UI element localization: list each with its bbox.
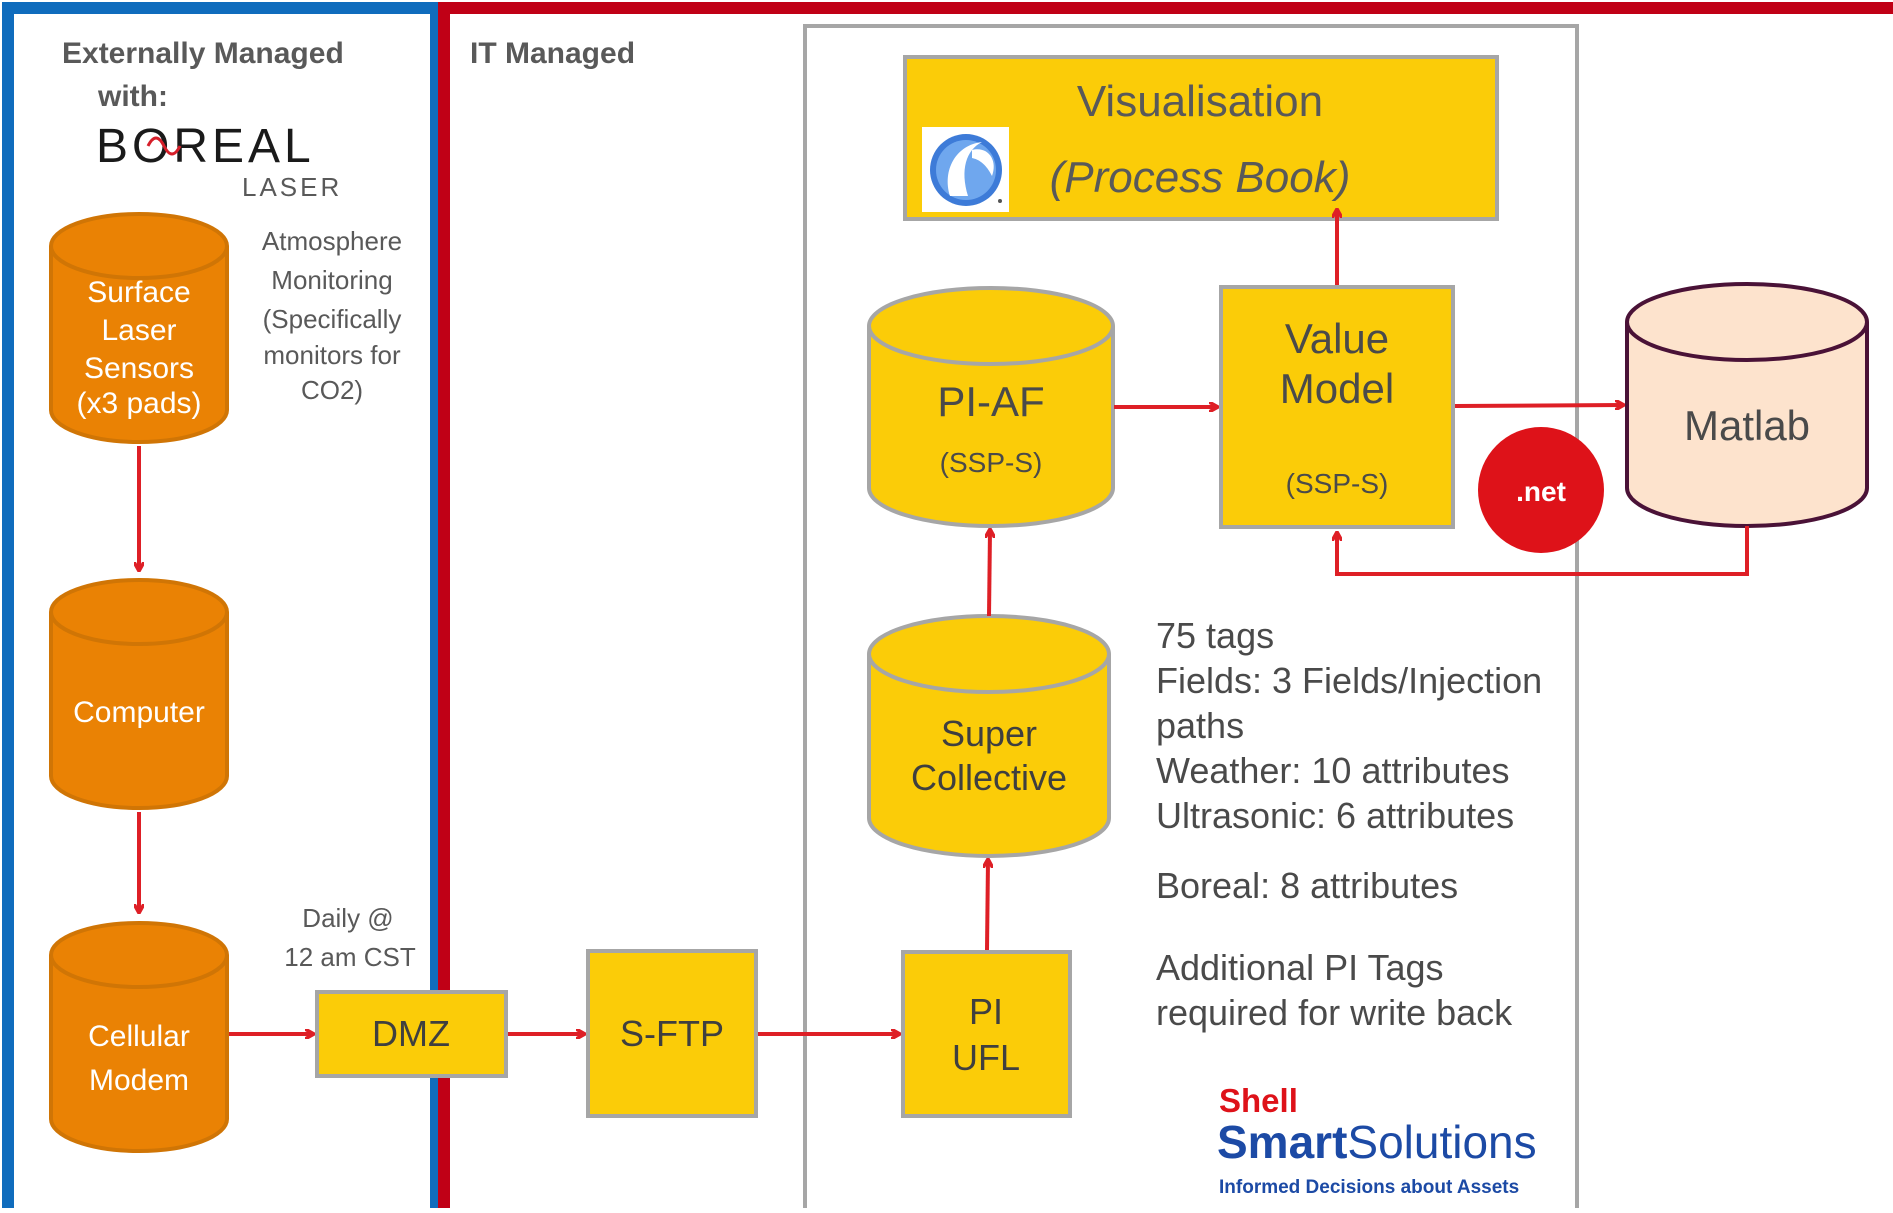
pi-ufl-box: PI UFL: [901, 950, 1072, 1118]
arrow-supercollective-to-piaf: [989, 530, 990, 617]
tags-info-line: Fields: 3 Fields/Injection: [1156, 660, 1542, 701]
tags-info-line: Boreal: 8 attributes: [1156, 865, 1458, 906]
node-label: PI: [969, 991, 1003, 1032]
tags-info-line: 75 tags: [1156, 615, 1274, 656]
shell-smartsolutions-logo: Shell SmartSolutions Informed Decisions …: [1217, 1082, 1537, 1198]
cellular-modem-cylinder: Cellular Modem: [49, 921, 229, 1153]
atmosphere-note-line: Atmosphere: [262, 226, 402, 256]
sine-wave-icon: [146, 136, 182, 156]
node-label: UFL: [952, 1037, 1020, 1078]
node-label: Visualisation: [1077, 77, 1323, 126]
node-label: Sensors: [84, 352, 194, 385]
shell-logo-solutions: Solutions: [1347, 1116, 1536, 1168]
matlab-cylinder: Matlab: [1625, 282, 1869, 528]
external-zone-with: with:: [97, 80, 168, 113]
super-collective-cylinder: Super Collective: [867, 614, 1111, 858]
node-label: Computer: [73, 696, 205, 729]
node-label: Modem: [89, 1064, 189, 1097]
external-zone-title: Externally Managed: [62, 37, 344, 70]
node-label: Laser: [101, 314, 176, 347]
pi-af-cylinder: PI-AF (SSP-S): [867, 286, 1115, 528]
boreal-laser-logo: BOREAL LASER: [96, 120, 342, 202]
tags-info-line: paths: [1156, 705, 1244, 746]
arrow-piufl-to-supercollective: [987, 860, 988, 951]
atmosphere-note-line: Monitoring: [271, 265, 392, 295]
node-label: (x3 pads): [76, 387, 201, 420]
daily-note-line: 12 am CST: [284, 942, 416, 972]
atmosphere-note: Atmosphere Monitoring (Specifically moni…: [262, 226, 402, 405]
tags-info-line: Weather: 10 attributes: [1156, 750, 1510, 791]
arrow-matlab-to-valuemodel: [1337, 526, 1749, 576]
atmosphere-note-line: monitors for: [263, 340, 401, 370]
tags-info-line: Additional PI Tags: [1156, 947, 1444, 988]
shell-logo-word: Shell: [1219, 1082, 1298, 1119]
shell-logo-smart: Smart: [1217, 1116, 1347, 1168]
shell-logo-smartsolutions: SmartSolutions: [1217, 1116, 1537, 1168]
sftp-box: S-FTP: [586, 949, 758, 1118]
tags-info-line: Ultrasonic: 6 attributes: [1156, 795, 1514, 836]
node-sublabel: (Process Book): [1050, 153, 1351, 202]
it-zone-border: [438, 2, 1893, 1213]
node-label: Collective: [911, 757, 1067, 798]
atmosphere-note-line: (Specifically: [263, 304, 402, 334]
node-sublabel: (SSP-S): [1286, 468, 1389, 499]
node-label: Matlab: [1684, 402, 1810, 449]
pi-processbook-icon: [922, 127, 1009, 212]
visualisation-box: Visualisation (Process Book): [903, 55, 1499, 221]
node-label: Surface: [87, 276, 190, 309]
connector-arrows: [139, 210, 1749, 1034]
node-label: Cellular: [88, 1020, 190, 1053]
daily-note-line: Daily @: [302, 903, 393, 933]
node-sublabel: (SSP-S): [940, 447, 1043, 478]
boreal-logo-sub: LASER: [242, 172, 342, 202]
shell-logo-tagline: Informed Decisions about Assets: [1219, 1177, 1519, 1198]
arrow-valuemodel-to-matlab: [1454, 405, 1623, 406]
node-label: DMZ: [372, 1013, 450, 1054]
node-label: PI-AF: [937, 378, 1044, 425]
dotnet-badge: .net: [1478, 427, 1604, 553]
node-label: Model: [1280, 365, 1394, 412]
it-zone-title: IT Managed: [470, 37, 635, 70]
daily-note: Daily @ 12 am CST: [284, 903, 416, 972]
tags-info-line: required for write back: [1156, 992, 1513, 1033]
boreal-logo-word: BOREAL: [96, 120, 315, 173]
dmz-box: DMZ: [315, 990, 508, 1078]
external-zone-border: [2, 2, 442, 1213]
node-label: Value: [1285, 315, 1389, 362]
dotnet-badge-label: .net: [1516, 476, 1566, 507]
atmosphere-note-line: CO2): [301, 375, 363, 405]
node-label: S-FTP: [620, 1013, 724, 1054]
computer-cylinder: Computer: [49, 578, 229, 810]
surface-laser-sensors-cylinder: Surface Laser Sensors (x3 pads): [49, 212, 229, 444]
pi-system-container: [803, 24, 1579, 1213]
tags-info-text: 75 tags Fields: 3 Fields/Injection paths…: [1156, 615, 1542, 1033]
node-label: Super: [941, 713, 1037, 754]
value-model-box: Value Model (SSP-S): [1219, 285, 1455, 529]
